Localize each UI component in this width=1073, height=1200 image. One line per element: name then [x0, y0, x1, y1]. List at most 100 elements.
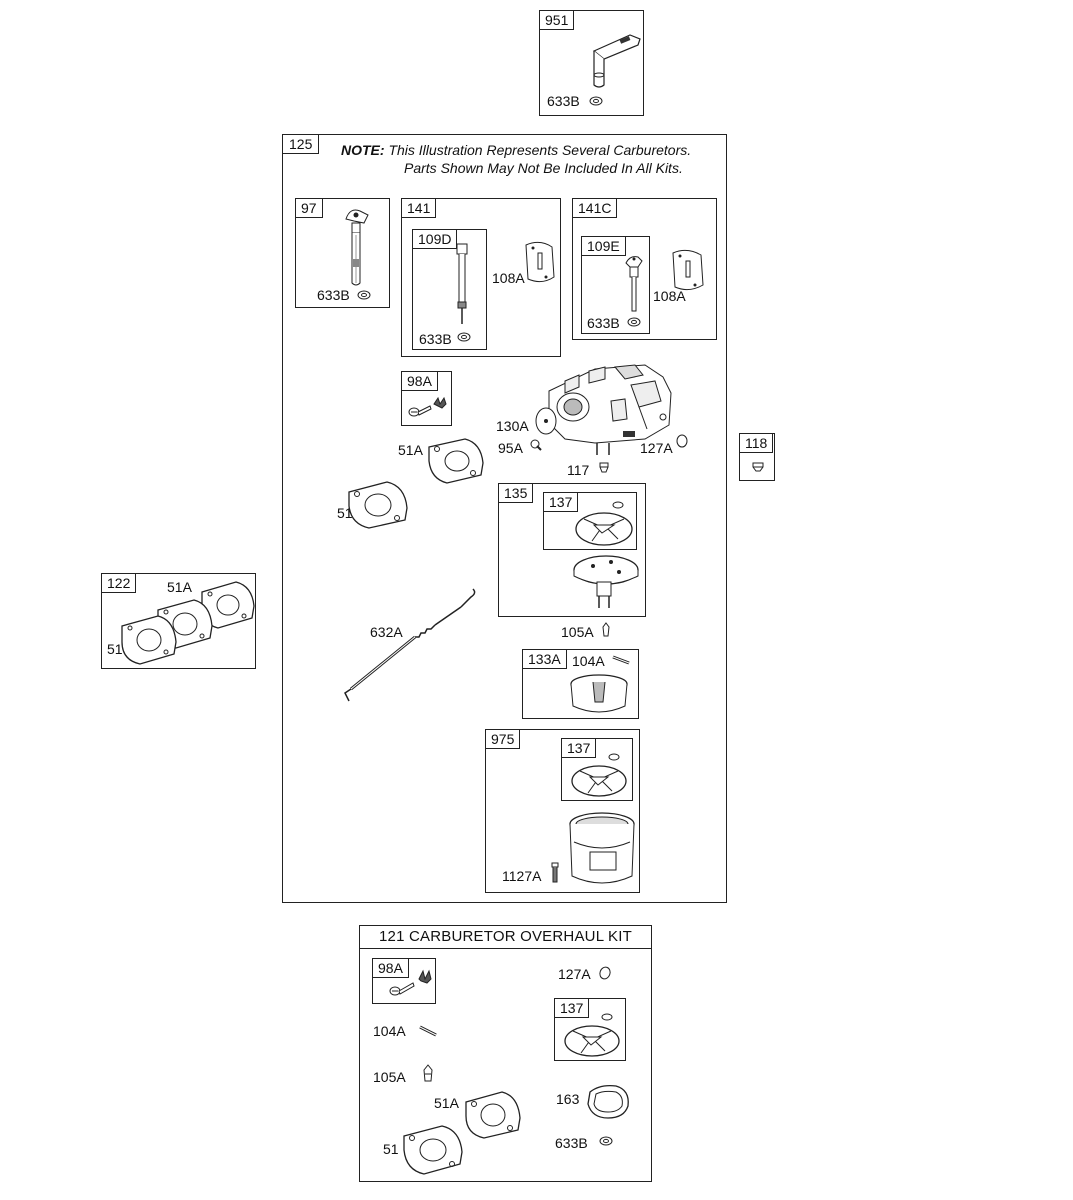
bowl-screw-icon: [550, 862, 560, 884]
o-ring-icon: [675, 433, 689, 449]
kit-title: 121 CARBURETOR OVERHAUL KIT: [360, 926, 651, 949]
throttle-shaft-icon: [451, 242, 473, 326]
part-box-137: 137: [543, 492, 637, 550]
part-box-98a: 98A: [401, 371, 452, 426]
part-number-141: 141: [401, 198, 437, 218]
part-number-98a: 98A: [401, 371, 438, 391]
part-number-104a: 104A: [373, 1023, 406, 1039]
fuel-pump-plate-icon: [569, 552, 643, 614]
part-number-51: 51: [383, 1141, 399, 1157]
part-number-117: 117: [567, 462, 590, 478]
part-number-51a: 51A: [167, 579, 192, 595]
choke-plate-icon: [533, 405, 559, 437]
diaphragm-icon: [561, 1009, 623, 1059]
part-box-97: 97 633B: [295, 198, 390, 308]
kit-box-121: 121 CARBURETOR OVERHAUL KIT 98A 127A 137…: [359, 925, 652, 1182]
fuel-bowl-icon: [566, 810, 638, 892]
part-box-118: 118: [739, 433, 775, 481]
valve-icon: [601, 622, 611, 638]
part-box-141c: 141C 109E 633B 108A: [572, 198, 717, 340]
part-box-125: 125 NOTE: This Illustration Represents S…: [282, 134, 727, 903]
choke-lever-icon: [582, 29, 644, 91]
screw-and-spring-icon: [383, 965, 435, 1001]
part-number-163: 163: [556, 1091, 580, 1107]
part-number-95a: 95A: [498, 440, 523, 456]
part-number-130a: 130A: [496, 418, 529, 434]
part-number-108a: 108A: [653, 288, 686, 304]
part-number-122: 122: [101, 573, 137, 593]
part-number-137: 137: [554, 998, 590, 1018]
diaphragm-icon: [568, 749, 630, 799]
governor-spring-link-icon: [339, 585, 479, 705]
part-box-133a: 133A 104A: [522, 649, 639, 719]
part-number-125: 125: [282, 134, 320, 154]
part-number-632a: 632A: [370, 624, 403, 640]
part-number-51: 51: [107, 641, 123, 657]
throttle-plate-icon: [522, 239, 558, 287]
part-box-122: 122 51A 51: [101, 573, 256, 669]
o-ring-icon: [598, 964, 612, 982]
throttle-shaft-icon: [622, 253, 646, 315]
illustration-note: NOTE: This Illustration Represents Sever…: [341, 141, 691, 159]
washer-icon: [456, 331, 472, 343]
part-number-104a: 104A: [572, 653, 605, 669]
part-number-137: 137: [561, 738, 597, 758]
part-number-633b: 633B: [547, 93, 580, 109]
part-number-141c: 141C: [572, 198, 618, 218]
part-number-127a: 127A: [558, 966, 591, 982]
part-number-51: 51: [337, 505, 353, 521]
part-number-633b: 633B: [419, 331, 452, 347]
part-box-951: 951 633B: [539, 10, 644, 116]
gasket-icon: [584, 1082, 632, 1122]
part-number-98a: 98A: [372, 958, 409, 978]
part-number-97: 97: [295, 198, 323, 218]
illustration-note-line-2: Parts Shown May Not Be Included In All K…: [404, 160, 683, 176]
screw-icon: [529, 438, 543, 452]
gasket-icon: [345, 480, 411, 530]
screw-and-spring-icon: [406, 392, 450, 422]
gasket-icon: [400, 1124, 466, 1176]
pin-icon: [418, 1024, 440, 1038]
part-number-951: 951: [539, 10, 575, 30]
gasket-set-icon: [118, 580, 256, 666]
part-number-105a: 105A: [373, 1069, 406, 1085]
part-number-51a: 51A: [398, 442, 423, 458]
part-number-51a: 51A: [434, 1095, 459, 1111]
valve-icon: [422, 1064, 434, 1084]
part-number-1127a: 1127A: [502, 868, 542, 884]
part-number-108a: 108A: [492, 270, 525, 286]
washer-icon: [588, 95, 604, 107]
part-number-137: 137: [543, 492, 579, 512]
jet-icon: [751, 459, 765, 473]
washer-icon: [356, 289, 372, 301]
part-number-109e: 109E: [581, 236, 626, 256]
part-number-109d: 109D: [412, 229, 458, 249]
part-box-109d: 109D 633B: [412, 229, 487, 350]
pin-icon: [611, 654, 633, 666]
diaphragm-icon: [572, 497, 636, 549]
gasket-icon: [462, 1090, 524, 1140]
float-icon: [567, 672, 631, 718]
part-box-109e: 109E 633B: [581, 236, 650, 334]
part-number-633b: 633B: [317, 287, 350, 303]
part-box-137: 137: [561, 738, 633, 801]
part-number-975: 975: [485, 729, 521, 749]
part-number-633b: 633B: [587, 315, 620, 331]
part-box-98a: 98A: [372, 958, 436, 1004]
note-line-1: This Illustration Represents Several Car…: [388, 142, 692, 158]
part-number-118: 118: [739, 433, 774, 453]
part-box-137: 137: [554, 998, 626, 1061]
part-number-105a: 105A: [561, 624, 594, 640]
part-number-633b: 633B: [555, 1135, 588, 1151]
carburetor-body-icon: [535, 361, 685, 461]
part-box-975: 975 137 1127A: [485, 729, 640, 893]
part-number-127a: 127A: [640, 440, 673, 456]
part-number-133a: 133A: [522, 649, 567, 669]
throttle-plate-icon: [669, 247, 707, 295]
jet-icon: [597, 460, 611, 474]
washer-icon: [598, 1135, 614, 1147]
choke-shaft-icon: [340, 205, 374, 289]
note-prefix: NOTE:: [341, 142, 385, 158]
gasket-icon: [425, 437, 487, 485]
part-box-135: 135 137: [498, 483, 646, 617]
